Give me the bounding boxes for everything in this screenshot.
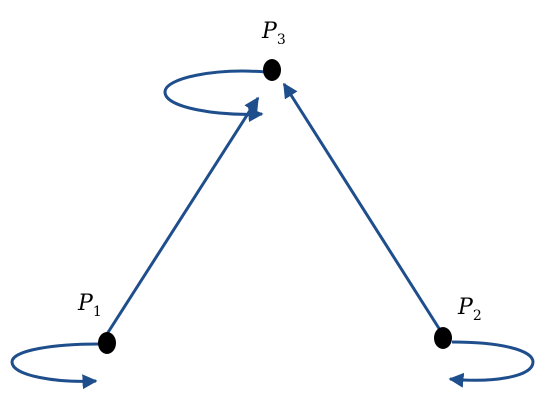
node-p2 xyxy=(434,327,452,349)
node-p3 xyxy=(263,59,281,81)
node-p1 xyxy=(98,332,116,354)
edge-p1-to-p3 xyxy=(105,96,260,335)
rotation-arrow-p2 xyxy=(448,340,535,388)
label-p1-sub: 1 xyxy=(93,304,102,320)
label-p2-sub: 2 xyxy=(473,308,482,324)
rotation-arrow-p3 xyxy=(163,69,267,123)
label-p2-main: P xyxy=(457,295,474,320)
label-p3-main: P xyxy=(261,19,278,44)
label-p3-sub: 3 xyxy=(277,32,286,48)
label-p2: P2 xyxy=(457,295,482,324)
rotation-arrow-p1 xyxy=(10,342,100,390)
edge-p2-to-p3 xyxy=(282,82,442,331)
label-p1-main: P xyxy=(77,291,94,316)
label-p3: P3 xyxy=(261,19,286,48)
label-p1: P1 xyxy=(77,291,102,320)
